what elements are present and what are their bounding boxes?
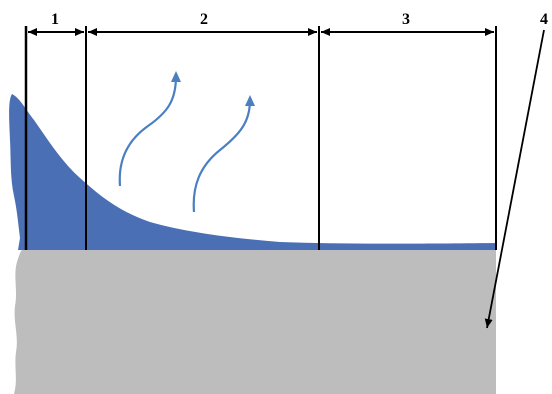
zone-2-label: 2 (200, 11, 208, 28)
flow-arrow-left (118, 71, 181, 187)
fluid-film (9, 94, 497, 250)
pointer-4-arrow (484, 29, 545, 329)
zone-1-label: 1 (51, 11, 59, 28)
zone-3-label: 3 (402, 11, 410, 28)
pointer-4-label: 4 (540, 11, 548, 28)
flow-arrow-right (192, 95, 255, 213)
substrate (14, 250, 496, 394)
